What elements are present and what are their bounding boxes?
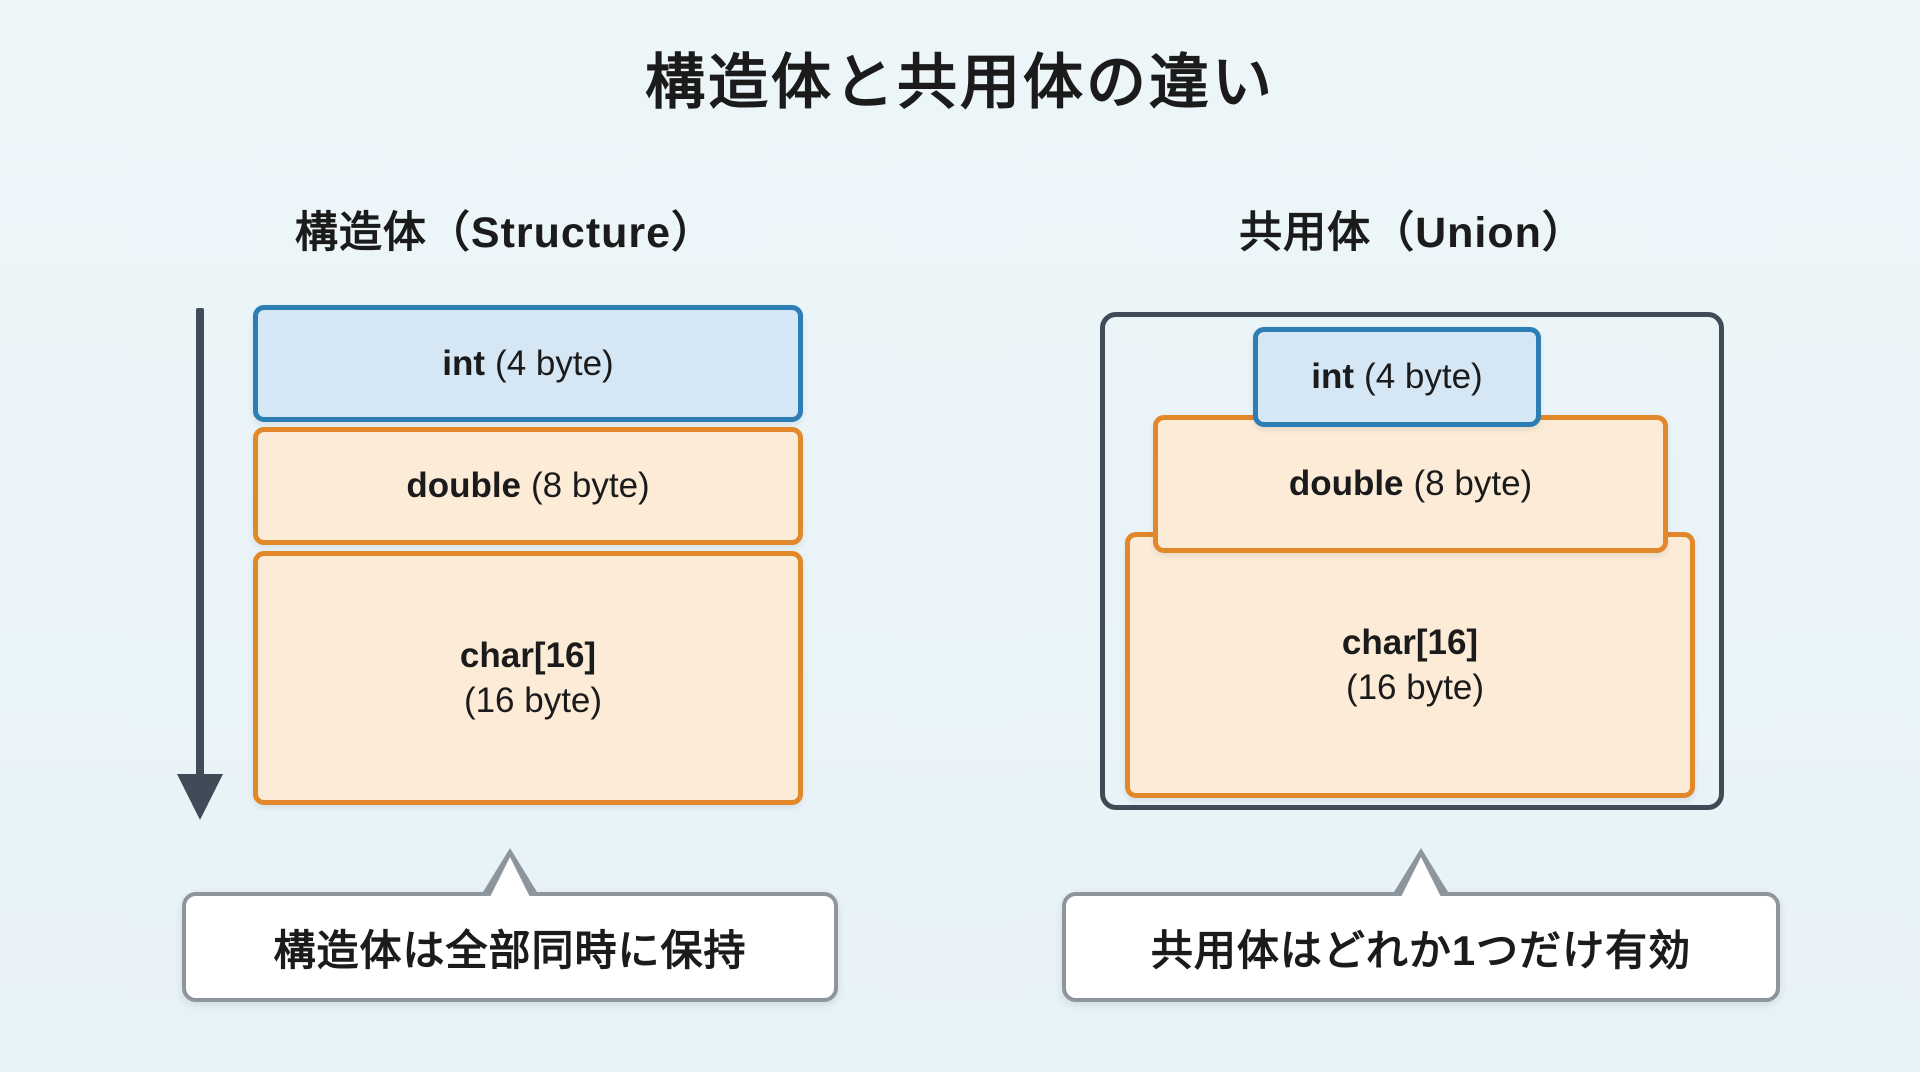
member-name: char[16] [459,635,597,675]
structure-member-double: double (8 byte) [253,427,803,545]
memory-order-arrow-head-icon [177,774,223,820]
member-name: double [406,466,522,506]
structure-header: 構造体（Structure） [294,209,716,257]
memory-order-arrow-line [196,308,204,778]
callout-pointer-fill [1401,857,1441,897]
member-size: (4 byte) [495,343,614,383]
union-header: 共用体（Union） [1239,209,1586,257]
member-size: (16 byte) [463,681,603,720]
member-name: int [442,343,486,383]
structure-member-char: char[16] (16 byte) [253,551,803,805]
member-name: char[16] [1341,622,1479,662]
member-size: (8 byte) [1413,464,1533,504]
structure-callout: 構造体は全部同時に保持 [182,848,838,1002]
callout-pointer-fill [490,857,530,897]
member-size: (4 byte) [1364,357,1483,397]
member-name: double [1288,464,1404,504]
member-size: (16 byte) [1345,668,1485,707]
member-name: int [1311,357,1355,397]
structure-member-int: int (4 byte) [253,305,803,422]
union-callout: 共用体はどれか1つだけ有効 [1062,848,1780,1002]
union-member-int: int (4 byte) [1253,327,1541,427]
union-callout-text: 共用体はどれか1つだけ有効 [1062,892,1780,1002]
member-size: (8 byte) [531,466,650,506]
union-memory-frame: char[16] (16 byte) double (8 byte) int (… [1100,312,1724,810]
structure-callout-text: 構造体は全部同時に保持 [182,892,838,1002]
union-member-char: char[16] (16 byte) [1125,532,1695,798]
page-title: 構造体と共用体の違い [645,49,1275,116]
union-member-double: double (8 byte) [1153,415,1668,553]
